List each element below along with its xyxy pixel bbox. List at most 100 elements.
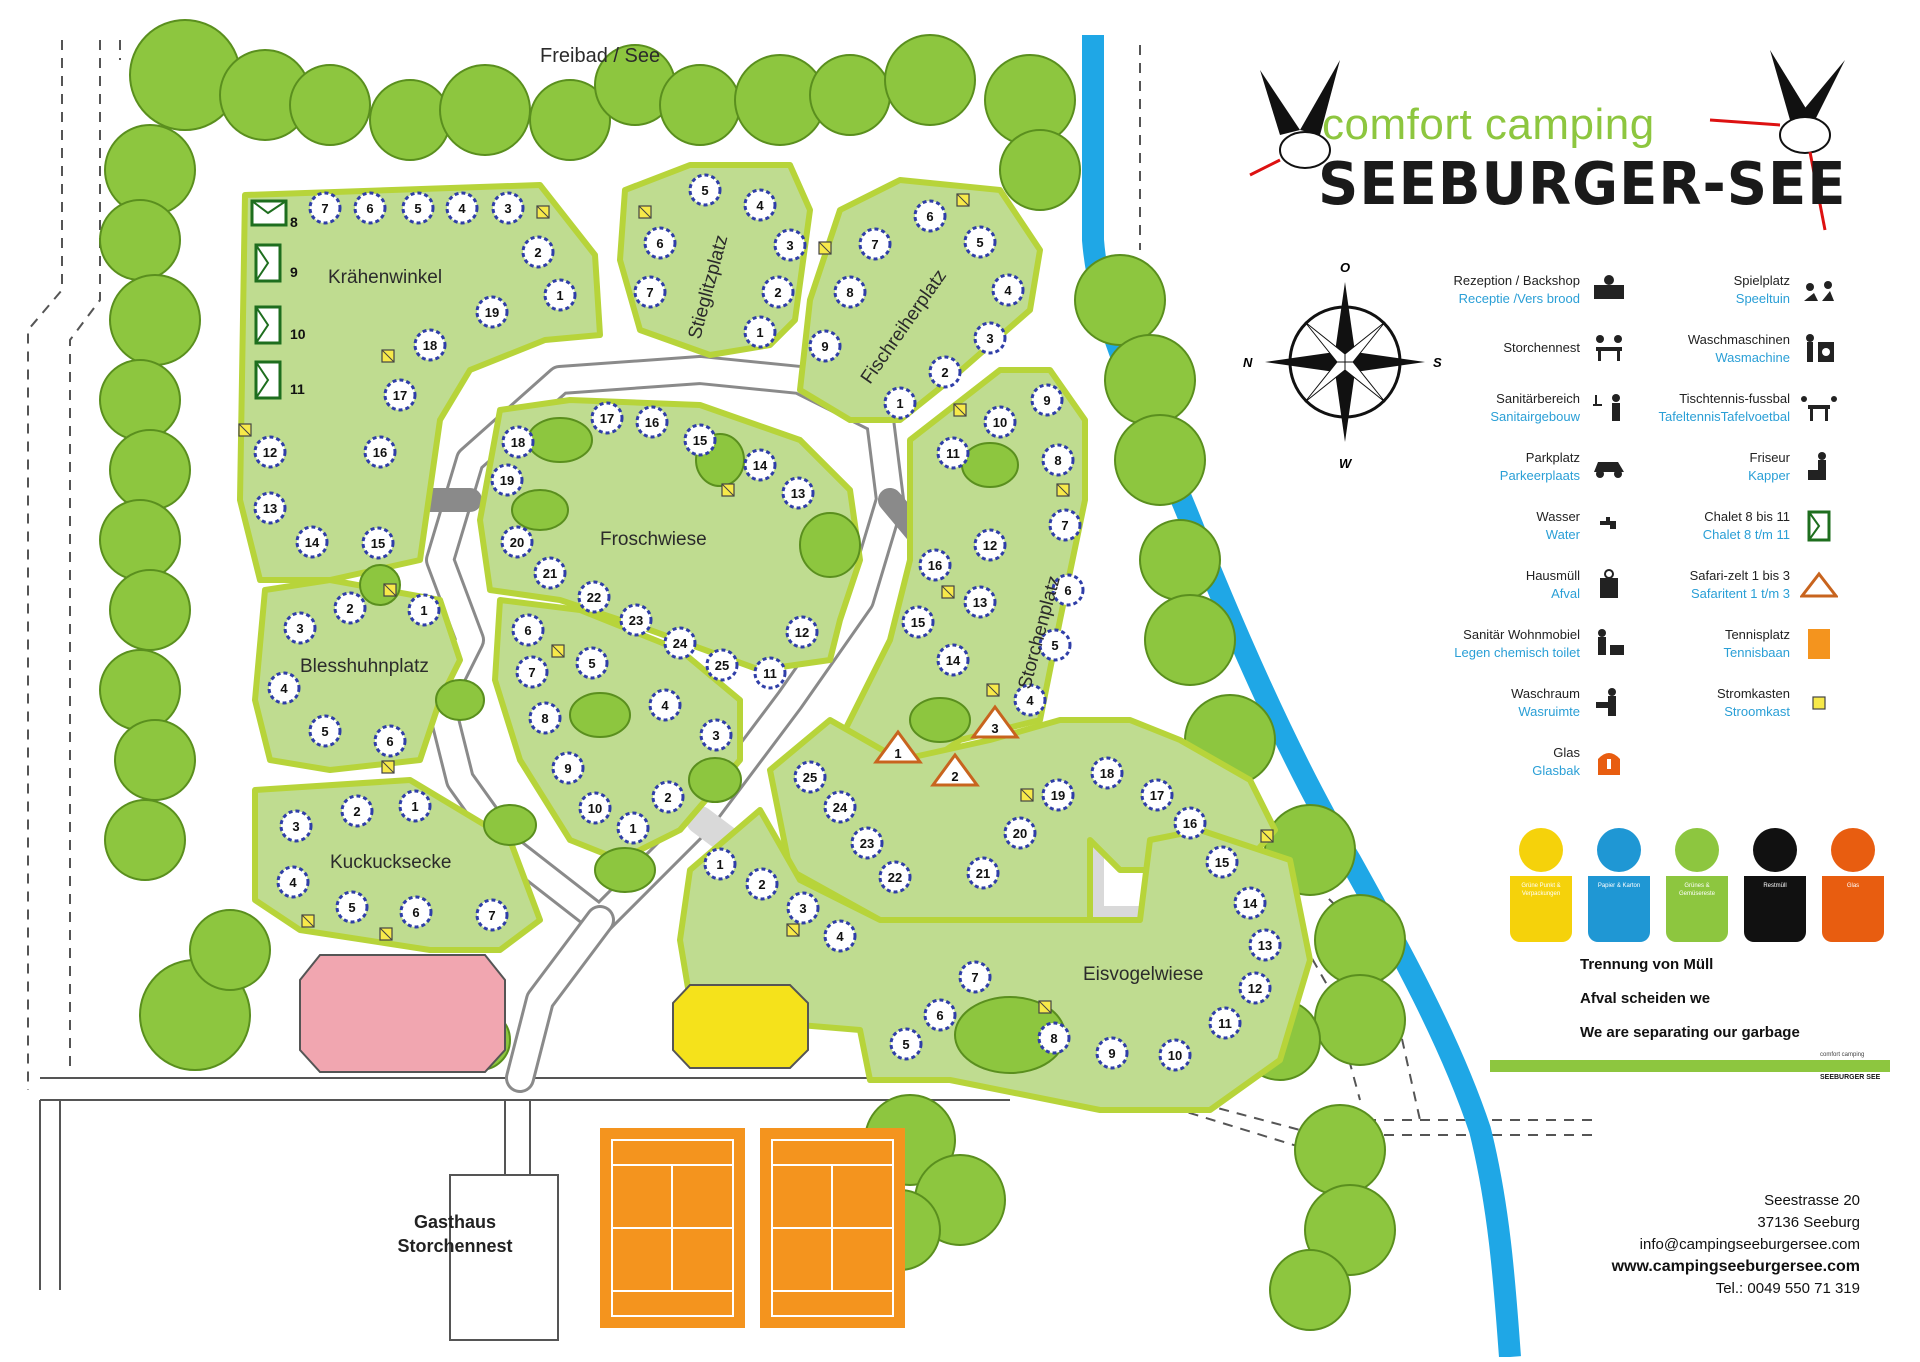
pitch-76[interactable]: 2 (340, 794, 374, 828)
pitch-82[interactable]: 25 (793, 760, 827, 794)
pitch-32[interactable]: 16 (635, 405, 669, 439)
pitch-64[interactable]: 9 (551, 751, 585, 785)
pitch-20[interactable]: 2 (761, 275, 795, 309)
pitch-59[interactable]: 6 (511, 613, 545, 647)
pitch-85[interactable]: 22 (878, 860, 912, 894)
pitch-62[interactable]: 8 (528, 701, 562, 735)
address-web[interactable]: www.campingseeburgersee.com (1611, 1258, 1860, 1275)
pitch-79[interactable]: 5 (335, 890, 369, 924)
pitch-12[interactable]: 13 (253, 491, 287, 525)
pitch-52[interactable]: 16 (918, 548, 952, 582)
pitch-24[interactable]: 7 (858, 227, 892, 261)
pitch-67[interactable]: 2 (651, 780, 685, 814)
pitch-65[interactable]: 3 (699, 718, 733, 752)
pitch-47[interactable]: 10 (983, 405, 1017, 439)
pitch-54[interactable]: 6 (1051, 573, 1085, 607)
pitch-70[interactable]: 2 (333, 591, 367, 625)
pitch-22[interactable]: 6 (913, 199, 947, 233)
pitch-50[interactable]: 7 (1048, 508, 1082, 542)
pitch-21[interactable]: 1 (743, 315, 777, 349)
pitch-104[interactable]: 6 (923, 998, 957, 1032)
pitch-13[interactable]: 14 (295, 525, 329, 559)
pitch-80[interactable]: 6 (399, 895, 433, 929)
pitch-28[interactable]: 9 (808, 329, 842, 363)
pitch-41[interactable]: 23 (619, 603, 653, 637)
pitch-57[interactable]: 14 (936, 643, 970, 677)
pitch-101[interactable]: 10 (1158, 1038, 1192, 1072)
pitch-66[interactable]: 10 (578, 791, 612, 825)
pitch-9[interactable]: 17 (383, 378, 417, 412)
pitch-33[interactable]: 15 (683, 423, 717, 457)
pitch-103[interactable]: 8 (1037, 1021, 1071, 1055)
pitch-87[interactable]: 2 (745, 867, 779, 901)
pitch-61[interactable]: 7 (515, 655, 549, 689)
pitch-106[interactable]: 5 (889, 1027, 923, 1061)
pitch-4[interactable]: 3 (491, 191, 525, 225)
pitch-34[interactable]: 14 (743, 448, 777, 482)
pitch-68[interactable]: 1 (616, 811, 650, 845)
pitch-90[interactable]: 19 (1041, 778, 1075, 812)
pitch-99[interactable]: 12 (1238, 971, 1272, 1005)
pitch-29[interactable]: 2 (928, 355, 962, 389)
pitch-81[interactable]: 7 (475, 898, 509, 932)
pitch-78[interactable]: 4 (276, 865, 310, 899)
pitch-35[interactable]: 13 (781, 476, 815, 510)
pitch-40[interactable]: 22 (577, 580, 611, 614)
pitch-83[interactable]: 24 (823, 790, 857, 824)
pitch-49[interactable]: 11 (936, 436, 970, 470)
pitch-26[interactable]: 8 (833, 275, 867, 309)
pitch-10[interactable]: 16 (363, 435, 397, 469)
pitch-30[interactable]: 1 (883, 386, 917, 420)
pitch-48[interactable]: 8 (1041, 443, 1075, 477)
pitch-38[interactable]: 20 (500, 525, 534, 559)
pitch-8[interactable]: 18 (413, 328, 447, 362)
pitch-15[interactable]: 5 (688, 173, 722, 207)
pitch-2[interactable]: 5 (401, 191, 435, 225)
pitch-31[interactable]: 17 (590, 401, 624, 435)
chalet-9[interactable]: 9 (254, 243, 298, 283)
pitch-51[interactable]: 12 (973, 528, 1007, 562)
pitch-72[interactable]: 4 (267, 671, 301, 705)
pitch-98[interactable]: 13 (1248, 928, 1282, 962)
pitch-27[interactable]: 3 (973, 321, 1007, 355)
pitch-55[interactable]: 15 (901, 605, 935, 639)
pitch-43[interactable]: 25 (705, 648, 739, 682)
pitch-77[interactable]: 1 (398, 789, 432, 823)
pitch-16[interactable]: 4 (743, 188, 777, 222)
pitch-73[interactable]: 5 (308, 714, 342, 748)
pitch-94[interactable]: 20 (1003, 816, 1037, 850)
pitch-58[interactable]: 4 (1013, 683, 1047, 717)
pitch-75[interactable]: 3 (279, 809, 313, 843)
pitch-89[interactable]: 4 (823, 919, 857, 953)
pitch-5[interactable]: 2 (521, 235, 555, 269)
pitch-17[interactable]: 6 (643, 226, 677, 260)
address-email[interactable]: info@campingseeburgersee.com (1639, 1236, 1860, 1253)
pitch-37[interactable]: 19 (490, 463, 524, 497)
pitch-93[interactable]: 16 (1173, 806, 1207, 840)
pitch-102[interactable]: 9 (1095, 1036, 1129, 1070)
pitch-39[interactable]: 21 (533, 556, 567, 590)
pitch-96[interactable]: 15 (1205, 845, 1239, 879)
pitch-19[interactable]: 7 (633, 275, 667, 309)
pitch-63[interactable]: 4 (648, 688, 682, 722)
pitch-44[interactable]: 11 (753, 656, 787, 690)
chalet-11[interactable]: 11 (254, 360, 305, 400)
pitch-84[interactable]: 23 (850, 826, 884, 860)
pitch-18[interactable]: 3 (773, 228, 807, 262)
pitch-92[interactable]: 17 (1140, 778, 1174, 812)
pitch-11[interactable]: 12 (253, 435, 287, 469)
chalet-10[interactable]: 10 (254, 305, 306, 345)
pitch-91[interactable]: 18 (1090, 756, 1124, 790)
pitch-86[interactable]: 1 (703, 847, 737, 881)
pitch-46[interactable]: 9 (1030, 383, 1064, 417)
pitch-7[interactable]: 19 (475, 295, 509, 329)
pitch-71[interactable]: 1 (407, 593, 441, 627)
safari-tent-2[interactable]: 2 (930, 752, 980, 787)
chalet-8[interactable]: 8 (250, 199, 298, 230)
pitch-23[interactable]: 5 (963, 225, 997, 259)
pitch-88[interactable]: 3 (786, 891, 820, 925)
pitch-0[interactable]: 7 (308, 191, 342, 225)
pitch-36[interactable]: 18 (501, 425, 535, 459)
pitch-14[interactable]: 15 (361, 526, 395, 560)
pitch-1[interactable]: 6 (353, 191, 387, 225)
